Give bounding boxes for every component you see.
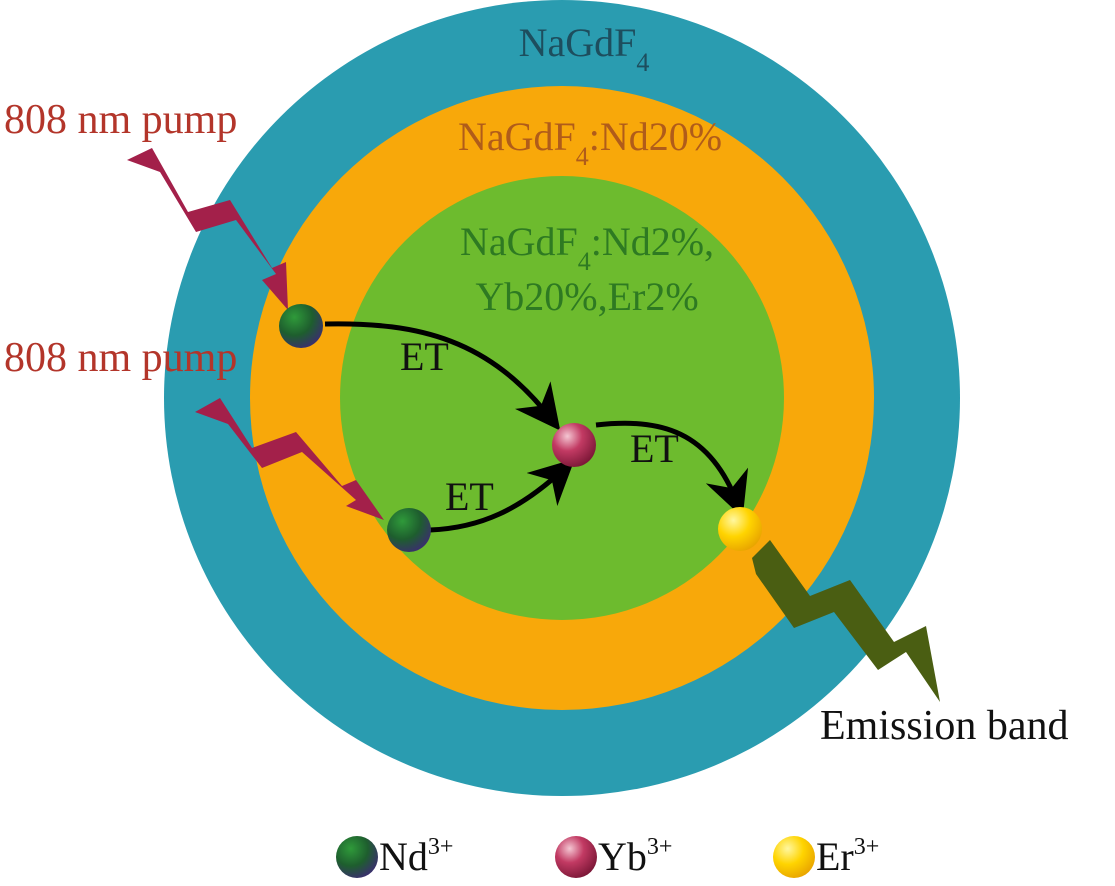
middle-shell-label: NaGdF4:Nd20% [458,114,722,171]
nd-ion-bottom [387,508,431,552]
transfer-label-bottom: ET [445,474,494,519]
emission-label: Emission band [820,703,1069,749]
legend-er-label: Er3+ [816,834,879,879]
emission-bolt [752,540,940,702]
yb-ion [552,423,596,467]
legend-yb-label: Yb3+ [598,834,672,879]
nd-ion-top [279,304,323,348]
pump-bolt-bottom [195,398,384,520]
legend-nd-swatch [336,836,378,878]
transfer-arrow-top [324,321,561,431]
er-ion [718,507,762,551]
transfer-label-top: ET [400,334,449,379]
transfer-arrow-right [595,420,749,518]
pump-label-bottom: 808 nm pump [4,335,237,381]
legend-yb-swatch [555,836,597,878]
legend-er-swatch [773,836,815,878]
pump-label-top: 808 nm pump [4,97,237,143]
outer-shell-label: NaGdF4 [519,20,650,77]
legend-nd-label: Nd3+ [379,834,453,879]
transfer-arrow-bottom [429,458,575,533]
core-label-line1: NaGdF4:Nd2%, [460,219,714,276]
core-label-line2: Yb20%,Er2% [475,274,698,319]
pump-bolt-top [127,148,288,310]
transfer-label-right: ET [630,426,679,471]
legend: Nd3+ Yb3+ Er3+ [336,834,879,879]
core [340,176,784,620]
